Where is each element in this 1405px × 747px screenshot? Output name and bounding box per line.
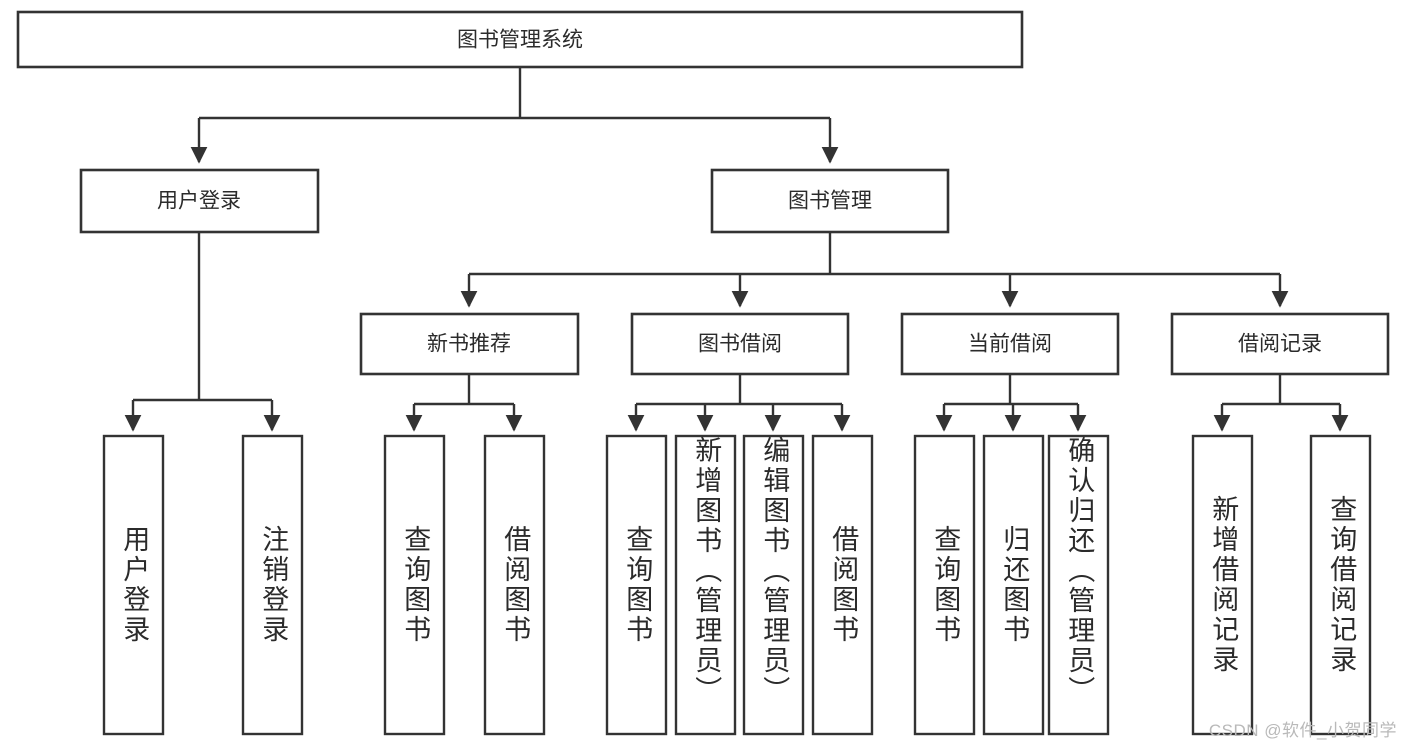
leaf-box-book-borrow-2[interactable]: [742, 434, 805, 736]
node-new-book-recommend-box[interactable]: [359, 312, 580, 376]
connector-group-borrow-record: [1213, 374, 1349, 432]
leaf-box-book-borrow-0[interactable]: [605, 434, 668, 736]
node-book-manage-label: 图书管理: [788, 190, 872, 213]
connector-group-root: [190, 67, 839, 164]
leaf-boxes-current-borrow: [913, 434, 1110, 736]
watermark-text: CSDN @软件_小贺同学: [1208, 721, 1397, 740]
node-book-borrow[interactable]: 图书借阅: [630, 312, 850, 376]
node-new-book-recommend-label: 新书推荐: [427, 333, 511, 356]
node-borrow-record-label: 借阅记录: [1238, 333, 1322, 356]
leaf-box-new-book-1[interactable]: [483, 434, 546, 736]
node-user-login-box[interactable]: [79, 168, 320, 234]
node-current-borrow-box[interactable]: [900, 312, 1120, 376]
leaf-box-current-borrow-0[interactable]: [913, 434, 976, 736]
node-borrow-record-box[interactable]: [1170, 312, 1390, 376]
leaf-box-current-borrow-1[interactable]: [982, 434, 1045, 736]
leaf-box-user-login-1[interactable]: [241, 434, 304, 736]
node-current-borrow[interactable]: 当前借阅: [900, 312, 1120, 376]
node-borrow-record[interactable]: 借阅记录: [1170, 312, 1390, 376]
leaf-boxes-borrow-record: [1191, 434, 1372, 736]
node-user-login-label: 用户登录: [157, 190, 241, 213]
node-root-label: 图书管理系统: [457, 29, 583, 52]
leaf-box-book-borrow-1[interactable]: [674, 434, 737, 736]
node-book-manage[interactable]: 图书管理: [710, 168, 950, 234]
connector-group-user-login: [124, 232, 281, 432]
leaf-box-book-borrow-3[interactable]: [811, 434, 874, 736]
leaf-boxes-new-book-recommend: [383, 434, 546, 736]
node-current-borrow-label: 当前借阅: [968, 333, 1052, 356]
node-book-borrow-label: 图书借阅: [698, 333, 782, 356]
leaf-box-current-borrow-2[interactable]: [1047, 434, 1110, 736]
leaf-box-borrow-record-1[interactable]: [1309, 434, 1372, 736]
leaf-box-borrow-record-0[interactable]: [1191, 434, 1254, 736]
node-book-manage-box[interactable]: [710, 168, 950, 234]
leaf-box-user-login-0[interactable]: [102, 434, 165, 736]
node-user-login[interactable]: 用户登录: [79, 168, 320, 234]
node-root-box[interactable]: [16, 10, 1024, 69]
leaf-boxes-book-borrow: [605, 434, 874, 736]
node-book-borrow-box[interactable]: [630, 312, 850, 376]
connector-group-new-book: [405, 374, 523, 432]
connector-group-current-borrow: [935, 374, 1087, 432]
node-new-book-recommend[interactable]: 新书推荐: [359, 312, 580, 376]
leaf-boxes-user-login: [102, 434, 304, 736]
connector-group-book-manage: [460, 232, 1289, 308]
connector-group-book-borrow: [627, 374, 851, 432]
leaf-box-new-book-0[interactable]: [383, 434, 446, 736]
node-root[interactable]: 图书管理系统: [16, 10, 1024, 69]
